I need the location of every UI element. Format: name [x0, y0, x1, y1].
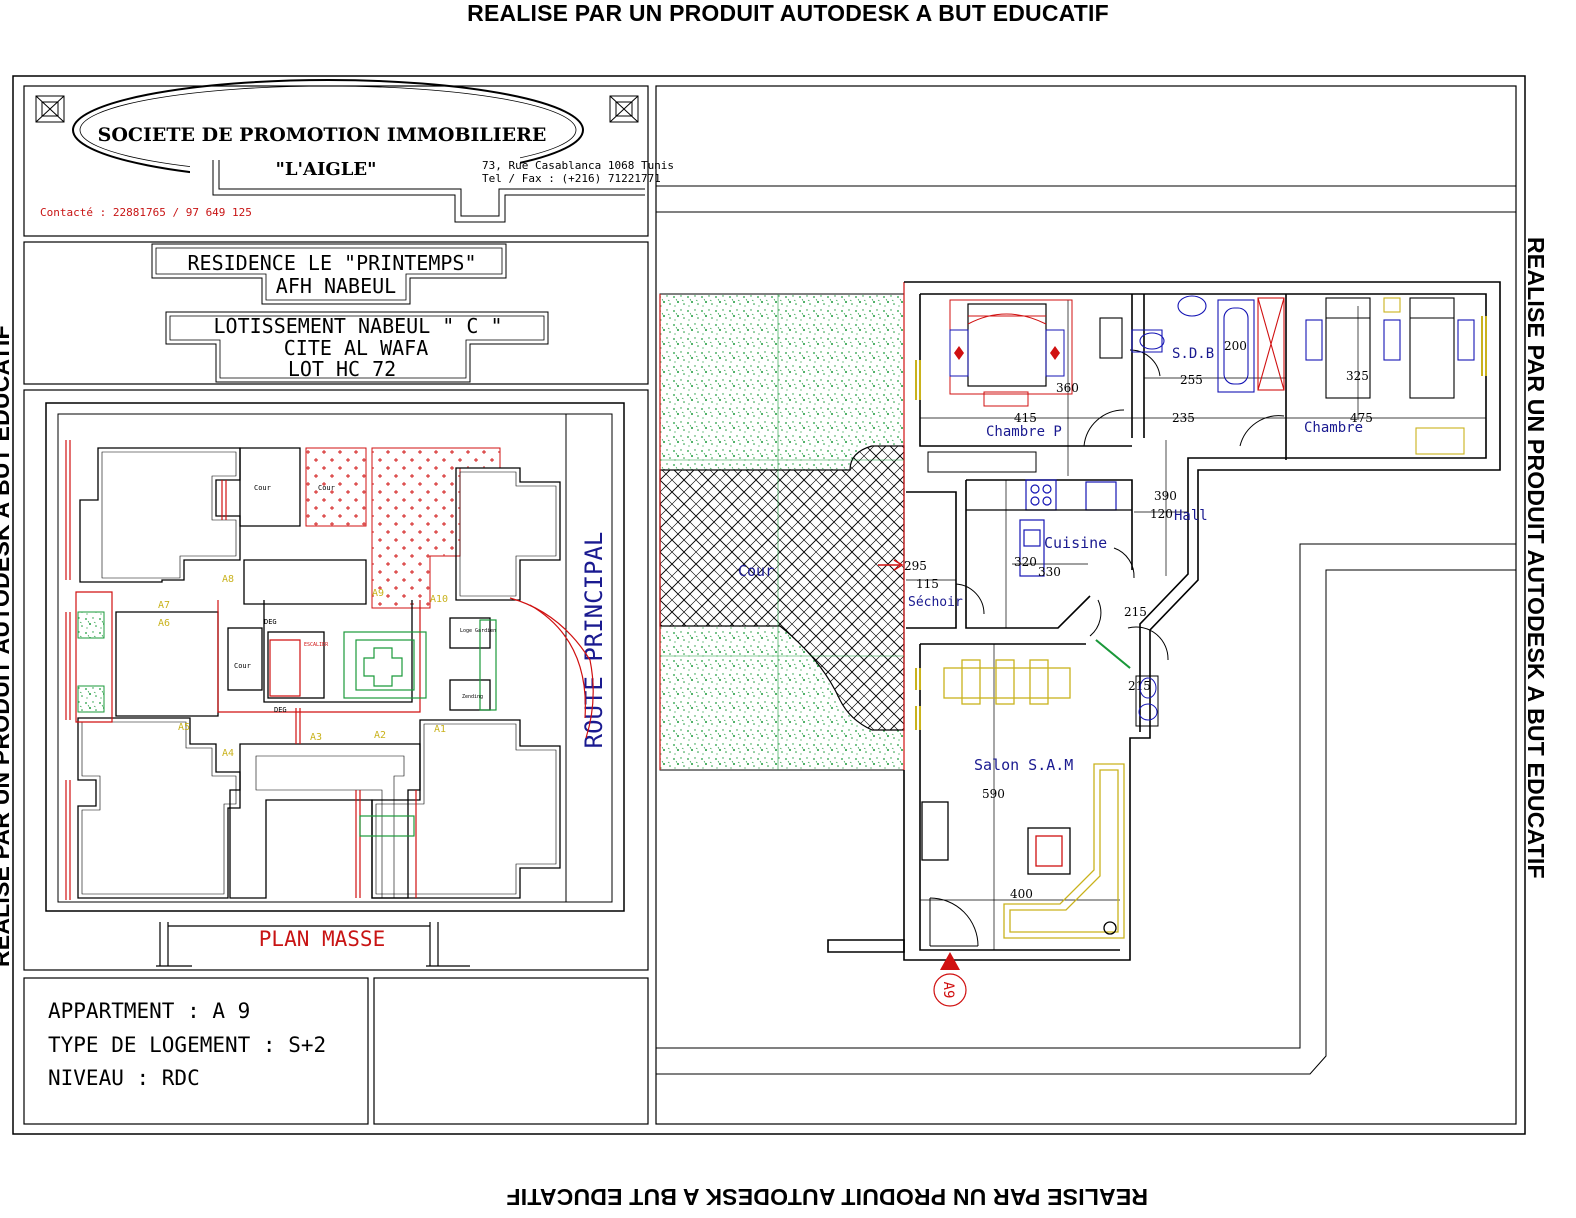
plan-label-a6: A6 — [158, 618, 170, 629]
plan-masse-title: PLAN MASSE — [259, 927, 385, 951]
corner-ornament-left — [35, 95, 65, 123]
plan-label-a1: A1 — [434, 724, 446, 735]
plan-label-a5: A5 — [178, 722, 190, 733]
bed-master — [927, 299, 1073, 473]
plan-label-cour-2: Cour — [318, 484, 335, 492]
lotissement-name: LOTISSEMENT NABEUL " C " — [214, 314, 503, 338]
dim-415: 415 — [1014, 411, 1037, 425]
apartment-id: APPARTMENT : A 9 — [48, 999, 250, 1023]
beds-children — [1305, 297, 1475, 455]
bathroom-fixtures — [1099, 295, 1285, 393]
project-block: RESIDENCE LE "PRINTEMPS" AFH NABEUL LOTI… — [23, 241, 649, 385]
floor-plan-panel: Cour — [655, 85, 1517, 1125]
dim-475: 475 — [1350, 411, 1373, 425]
plan-label-loge: Loge Gardien — [460, 628, 496, 634]
dim-325: 325 — [1346, 369, 1369, 383]
plan-label-a8: A8 — [222, 574, 234, 585]
dim-255: 255 — [1180, 373, 1203, 387]
residence-name: RESIDENCE LE "PRINTEMPS" — [188, 251, 477, 275]
watermark-top: REALISE PAR UN PRODUIT AUTODESK A BUT ED… — [467, 0, 1109, 26]
room-label-salon: Salon S.A.M — [974, 756, 1073, 774]
plan-label-a7: A7 — [158, 600, 170, 611]
room-label-chambre: Chambre — [1304, 420, 1363, 436]
corner-ornament-right — [609, 95, 639, 123]
contact-phones: Contacté : 22881765 / 97 649 125 — [40, 206, 252, 219]
dim-320: 320 — [1014, 555, 1037, 569]
plan-label-cour-1: Cour — [254, 484, 271, 492]
dim-330: 330 — [1038, 565, 1061, 579]
plan-label-a10: A10 — [430, 594, 448, 605]
plan-label-deg-bottom: DEG — [274, 706, 287, 714]
plan-label-deg-top: DEG — [264, 618, 277, 626]
outer-frame — [12, 75, 1526, 1135]
kitchen-fixtures — [966, 479, 1132, 577]
road-label: ROUTE PRINCIPAL — [580, 532, 608, 749]
plan-label-a4: A4 — [222, 748, 234, 759]
title-block: SOCIETE DE PROMOTION IMMOBILIERE "L'AIGL… — [23, 79, 674, 237]
plan-label-a3: A3 — [310, 732, 322, 743]
housing-type: TYPE DE LOGEMENT : S+2 — [48, 1033, 326, 1057]
dim-235: 235 — [1172, 411, 1195, 425]
entry-marker-label: A9 — [940, 982, 956, 999]
plan-label-escalier: ESCALIER — [304, 642, 329, 648]
paved-courtyard — [659, 445, 905, 731]
cite-name: CITE AL WAFA — [284, 336, 429, 360]
company-brand: "L'AIGLE" — [275, 159, 376, 180]
dim-120: 120 — [1150, 507, 1173, 521]
living-room-furniture — [921, 659, 1125, 939]
plan-masse: ROUTE PRINCIPAL — [23, 389, 649, 971]
company-phone: Tel / Fax : (+216) 71221771 — [482, 172, 661, 185]
lot-number: LOT HC 72 — [288, 357, 396, 381]
room-label-chambre-p: Chambre P — [986, 424, 1062, 440]
room-label-sechoir: Séchoir — [908, 595, 963, 610]
plan-label-cour-3: Cour — [234, 662, 251, 670]
dim-295: 295 — [904, 559, 927, 573]
company-address: 73, Rue Casablanca 1068 Tunis — [482, 159, 674, 172]
company-name: SOCIETE DE PROMOTION IMMOBILIERE — [98, 124, 547, 146]
floor-level: NIVEAU : RDC — [48, 1066, 200, 1090]
dim-215-upper: 215 — [1124, 605, 1147, 619]
dim-200: 200 — [1224, 339, 1247, 353]
info-block: APPARTMENT : A 9 TYPE DE LOGEMENT : S+2 … — [23, 977, 649, 1125]
dim-115: 115 — [916, 577, 939, 591]
room-label-cuisine: Cuisine — [1044, 534, 1107, 552]
dim-360: 360 — [1056, 381, 1079, 395]
dim-390: 390 — [1154, 489, 1177, 503]
room-label-sdb: S.D.B — [1172, 346, 1214, 362]
agency-name: AFH NABEUL — [276, 274, 396, 298]
entry-marker: A9 — [933, 952, 967, 1007]
room-label-cour: Cour — [738, 562, 774, 580]
plan-label-a2: A2 — [374, 730, 386, 741]
dim-400: 400 — [1010, 887, 1033, 901]
room-label-hall: Hall — [1174, 508, 1208, 524]
dim-215-lower: 215 — [1128, 679, 1151, 693]
garden-top — [659, 293, 905, 471]
dim-590: 590 — [982, 787, 1005, 801]
plan-label-a9: A9 — [372, 588, 384, 599]
plan-label-zending: Zending — [462, 694, 483, 700]
